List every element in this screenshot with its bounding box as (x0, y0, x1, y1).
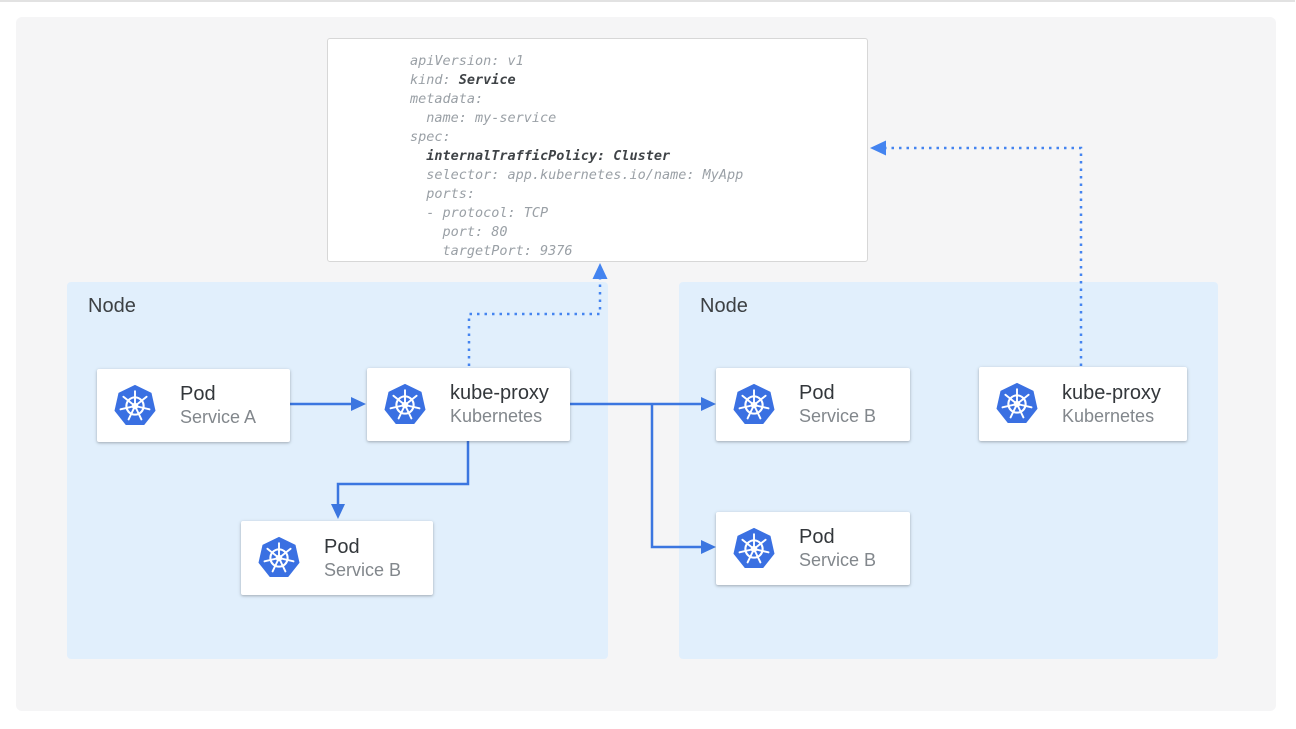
yaml-line: targetPort: 9376 (410, 243, 573, 259)
card-subtitle: Kubernetes (1062, 405, 1155, 426)
card-title: Pod (799, 526, 835, 549)
yaml-line: selector: app.kubernetes.io/name: MyApp (410, 167, 744, 183)
card-kube-proxy-right: kube-proxy Kubernetes (979, 367, 1187, 441)
card-subtitle: Service B (799, 550, 877, 571)
yaml-line: internalTrafficPolicy: Cluster (426, 148, 671, 164)
card-title: Pod (799, 382, 835, 405)
yaml-line: port: 80 (410, 224, 508, 240)
card-subtitle: Kubernetes (450, 406, 543, 427)
card-subtitle: Service A (180, 407, 257, 428)
node-label: Node (88, 295, 136, 317)
card-title: kube-proxy (450, 382, 549, 405)
kubernetes-icon (731, 526, 777, 572)
service-yaml-panel: apiVersion: v1 kind: Service metadata: nam… (327, 38, 868, 262)
yaml-line: - protocol: TCP (410, 205, 549, 221)
top-divider (0, 0, 1295, 2)
node-label: Node (700, 295, 748, 317)
card-pod-service-b-right-bottom: Pod Service B (716, 512, 910, 585)
kubernetes-icon (994, 381, 1040, 427)
yaml-code: apiVersion: v1 kind: Service metadata: nam… (410, 52, 857, 261)
node-box-right: Node (679, 282, 1218, 659)
card-pod-service-b-right-top: Pod Service B (716, 368, 910, 441)
kubernetes-icon (256, 535, 302, 581)
card-title: kube-proxy (1062, 381, 1161, 404)
card-kube-proxy-left: kube-proxy Kubernetes (367, 368, 570, 441)
card-title: Pod (324, 535, 360, 558)
card-subtitle: Service B (324, 559, 402, 580)
yaml-line: name: my-service (410, 110, 557, 126)
card-subtitle: Service B (799, 406, 877, 427)
yaml-line: kind: Service (410, 72, 516, 88)
yaml-line: spec: (410, 129, 451, 145)
kubernetes-icon (731, 382, 777, 428)
yaml-line: metadata: (410, 91, 484, 107)
card-pod-service-a: Pod Service A (97, 369, 290, 442)
yaml-line: apiVersion: v1 (410, 53, 524, 69)
kubernetes-icon (112, 383, 158, 429)
card-title: Pod (180, 383, 216, 406)
card-pod-service-b-left: Pod Service B (241, 521, 433, 595)
yaml-line: ports: (410, 186, 476, 202)
node-box-left: Node (67, 282, 608, 659)
kubernetes-icon (382, 382, 428, 428)
